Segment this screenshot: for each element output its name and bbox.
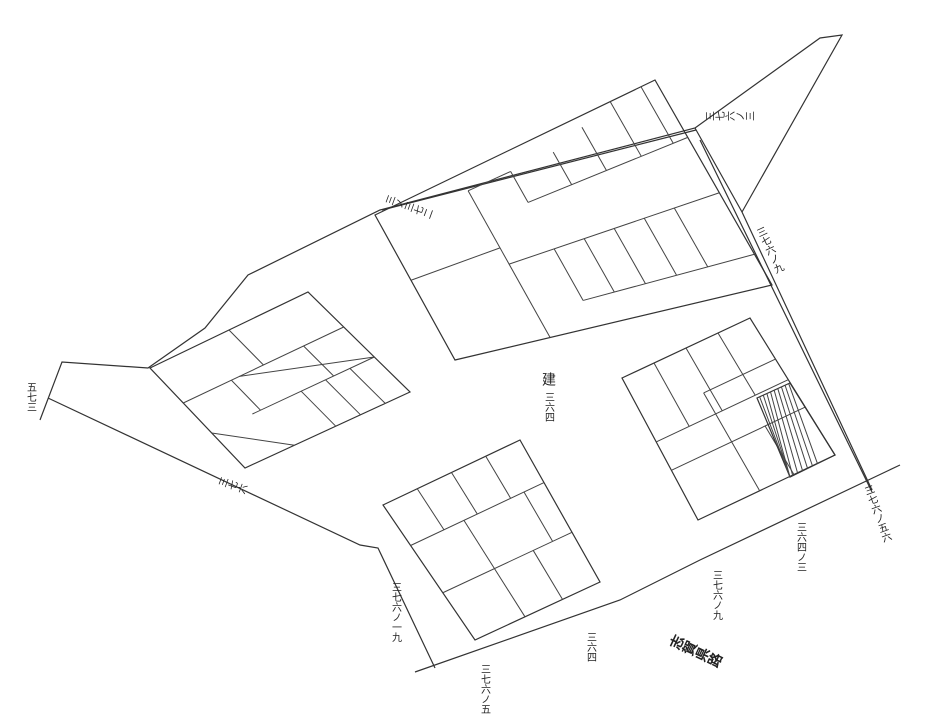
hatched-parcel-outline — [756, 382, 836, 478]
label-far-right: 三七六ノ五六 — [861, 484, 893, 544]
hatch-line — [780, 386, 809, 469]
parcel-divider — [613, 228, 646, 284]
parcel-divider — [303, 345, 335, 377]
parcel-divider — [228, 329, 264, 366]
parcel-divider — [211, 432, 295, 446]
parcel-block — [382, 439, 601, 641]
parcel-blocks — [148, 79, 836, 641]
southwest-boundary — [47, 397, 436, 669]
parcel-divider — [581, 126, 607, 171]
hatch-line — [766, 393, 791, 478]
north-boundary-double — [381, 129, 697, 211]
parcel-divider — [463, 520, 526, 618]
parcel-divider — [325, 379, 361, 416]
parcel-divider — [485, 455, 512, 499]
label-road-number: 三七六ノ九 — [711, 570, 723, 620]
label-road-name: 志賀県路 — [666, 632, 725, 671]
parcel-divider — [416, 488, 445, 531]
road-east-edge — [694, 127, 873, 491]
block-outline — [148, 291, 412, 469]
label-left: 五七三 — [25, 382, 37, 412]
parcel-divider — [239, 356, 375, 377]
parcel-divider — [442, 531, 573, 594]
label-top-right: 三七六ノ三 — [705, 112, 755, 124]
parcel-block — [148, 291, 412, 469]
parcel-divider — [451, 472, 478, 515]
parcel-divider — [510, 171, 529, 203]
hatch-line — [762, 394, 791, 478]
block-outline — [621, 317, 836, 521]
center-number-label: 三六四 — [543, 392, 555, 422]
hatch-line — [770, 391, 794, 476]
north-boundary — [39, 34, 844, 421]
parcel-block — [374, 79, 773, 361]
parcel-divider — [532, 550, 563, 600]
parcel-divider — [583, 253, 755, 301]
parcel-block — [621, 317, 836, 521]
parcel-divider — [552, 151, 573, 185]
hatch-line — [777, 388, 804, 471]
parcel-divider — [467, 170, 511, 192]
parcel-divider — [703, 358, 776, 394]
boundary-lines — [39, 34, 901, 673]
parcel-divider — [349, 368, 386, 404]
parcel-divider — [673, 207, 709, 268]
center-char-label: 建 — [540, 372, 556, 387]
road-east-inner — [699, 139, 873, 493]
parcel-divider — [643, 218, 678, 276]
parcel-divider — [671, 406, 806, 471]
parcel-divider — [467, 190, 551, 338]
label-bottom-mid: 三六四 — [585, 632, 597, 662]
parcel-divider — [583, 238, 615, 293]
label-bottom-left: 三七六ノ五 — [479, 664, 491, 714]
parcel-divider — [703, 392, 761, 491]
hatch-line — [773, 390, 799, 474]
parcel-divider — [717, 332, 756, 396]
parcel-divider — [527, 136, 688, 203]
parcel-divider — [231, 379, 261, 411]
parcel-divider — [609, 101, 642, 157]
south-road-edge — [414, 464, 901, 673]
parcel-divider — [553, 248, 584, 301]
parcel-divider — [252, 356, 375, 415]
hatched-parcel — [756, 382, 836, 478]
label-lower-left-line: 三七六 — [216, 476, 248, 498]
parcel-divider — [640, 86, 674, 144]
parcel-divider — [523, 491, 554, 542]
parcel-divider — [300, 390, 337, 427]
block-outline — [382, 439, 601, 641]
parcel-divider — [410, 247, 501, 281]
hatch-line — [759, 396, 791, 478]
label-bottom-right: 三六四ノ三 — [795, 522, 807, 572]
hatch-line — [784, 385, 813, 467]
label-lower-left: 三七六ノ一九 — [390, 582, 402, 642]
hatch-line — [788, 383, 818, 464]
block-outline — [374, 79, 773, 361]
parcel-divider — [653, 362, 690, 427]
label-right: 三七六ノ九 — [753, 225, 785, 275]
parcel-divider — [685, 347, 723, 412]
